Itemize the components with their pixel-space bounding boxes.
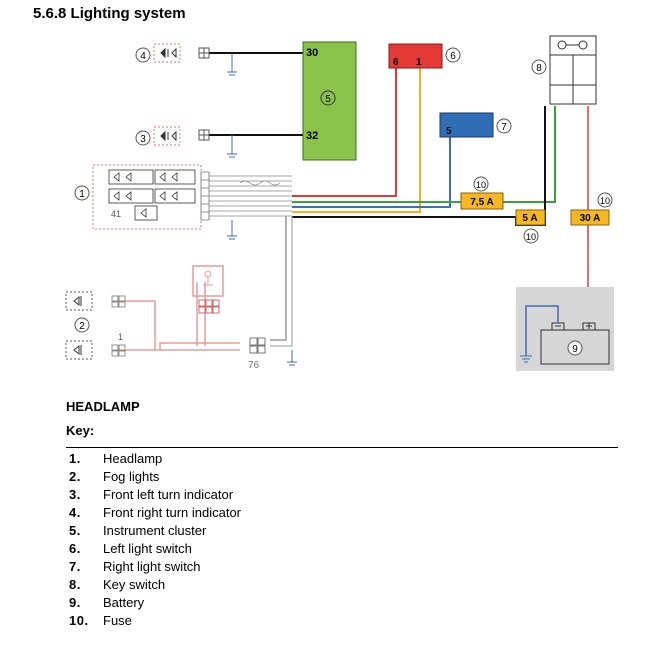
callout-9 (567, 340, 583, 356)
left-switch-pin-6: 6 (393, 57, 399, 68)
fog-connectors (111, 295, 126, 357)
key-item: 7. Right light switch (69, 557, 241, 575)
callout-2-label: 2 (79, 321, 85, 332)
fuse-7-5a (460, 192, 504, 210)
cluster-pin-30: 30 (306, 47, 318, 59)
fuse-30a (570, 209, 610, 226)
key-label: Left light switch (103, 540, 192, 556)
left-switch-pin-1: 1 (416, 57, 422, 68)
key-label: Instrument cluster (103, 522, 207, 538)
key-label: Right light switch (103, 558, 201, 574)
right-switch-pin-5: 5 (446, 126, 452, 137)
key-item: 3. Front left turn indicator (69, 485, 241, 503)
fuse-5a (515, 209, 546, 226)
key-divider (66, 447, 618, 448)
relay-connector (198, 299, 220, 314)
headlamp-connector (200, 171, 210, 221)
wire-yellow-left-switch (292, 68, 421, 213)
key-label: Fog lights (103, 468, 160, 484)
headlamp-harness (209, 175, 292, 217)
callout-8 (531, 59, 547, 75)
key-number: 4. (69, 504, 81, 520)
section-title: 5.6.8 Lighting system (33, 5, 186, 22)
fog-light-upper (65, 291, 93, 311)
key-label: Fuse (103, 612, 132, 628)
key-number: 6. (69, 540, 81, 556)
relay-icon (203, 270, 213, 286)
callout-7 (496, 118, 512, 134)
key-number: 9. (69, 594, 81, 610)
callout-10-c-label: 10 (600, 196, 610, 206)
front-left-turn-indicator (153, 126, 210, 146)
key-label: Front left turn indicator (103, 486, 234, 502)
battery-plus-icon (586, 323, 592, 329)
callout-9-label: 9 (572, 344, 578, 355)
callout-4 (135, 47, 151, 63)
key-title: Key: (66, 423, 95, 438)
left-light-switch (388, 43, 443, 69)
key-item: 2. Fog lights (69, 467, 241, 485)
headlamp-ref: 41 (111, 209, 121, 219)
callout-8-label: 8 (536, 63, 542, 74)
callout-10-b-label: 10 (526, 232, 536, 242)
key-label: Front right turn indicator (103, 504, 242, 520)
wire-green-fuse (292, 106, 556, 203)
key-item: 6. Left light switch (69, 539, 241, 557)
key-item: 10. Fuse (69, 611, 241, 629)
key-label: Battery (103, 594, 145, 610)
key-number: 7. (69, 558, 81, 574)
key-number: 3. (69, 486, 81, 502)
callout-5 (320, 90, 336, 106)
callout-6-label: 6 (450, 51, 456, 62)
callout-2 (74, 317, 90, 333)
key-number: 5. (69, 522, 81, 538)
key-label: Headlamp (103, 450, 163, 466)
key-item: 5. Instrument cluster (69, 521, 241, 539)
callout-4-label: 4 (140, 51, 146, 62)
key-number: 1. (69, 450, 81, 466)
callout-7-label: 7 (501, 122, 507, 133)
key-label: Key switch (103, 576, 166, 592)
callout-1-label: 1 (79, 189, 85, 200)
key-switch (549, 35, 597, 105)
headlamp-bulbs (108, 169, 196, 221)
key-item: 9. Battery (69, 593, 241, 611)
key-item: 1. Headlamp (69, 449, 241, 467)
wire-blue-right-switch (292, 137, 451, 208)
cluster-pin-32: 32 (306, 130, 318, 142)
key-list: 1. Headlamp 2. Fog lights 3. Front left tur… (69, 449, 241, 629)
key-number: 10. (69, 612, 89, 628)
callout-6 (445, 47, 461, 63)
callout-1 (74, 185, 90, 201)
diagram-caption: HEADLAMP (66, 399, 140, 414)
key-number: 2. (69, 468, 81, 484)
fuse-7-5a-label: 7,5 A (470, 197, 494, 208)
callout-5-label: 5 (325, 94, 331, 105)
callout-3 (135, 130, 151, 146)
key-number: 8. (69, 576, 81, 592)
wire-grey-1 (270, 216, 287, 341)
fog-light-lower (65, 340, 93, 360)
key-item: 4. Front right turn indicator (69, 503, 241, 521)
fog-pin-label: 1 (118, 332, 123, 342)
callout-10-a-label: 10 (476, 180, 486, 190)
right-light-switch (439, 112, 494, 138)
wire-grey-2 (270, 216, 293, 347)
key-item: 8. Key switch (69, 575, 241, 593)
fuse-30a-label: 30 A (580, 213, 601, 224)
connector-76 (249, 337, 266, 354)
battery-ground-wire (525, 305, 559, 356)
callout-10-c (597, 192, 613, 208)
callout-10-b (523, 228, 539, 244)
callout-3-label: 3 (140, 134, 146, 145)
callout-10-a (473, 176, 489, 192)
wire-red-left-switch (292, 68, 397, 197)
instrument-cluster (302, 41, 357, 161)
fuse-5a-label: 5 A (522, 213, 537, 224)
front-right-turn-indicator (153, 43, 210, 63)
wiring-diagram: 76 4 3 30 32 5 6 1 6 5 7 (65, 35, 614, 371)
connector-76-label: 76 (248, 360, 260, 371)
fog-light-wiring (112, 265, 240, 351)
